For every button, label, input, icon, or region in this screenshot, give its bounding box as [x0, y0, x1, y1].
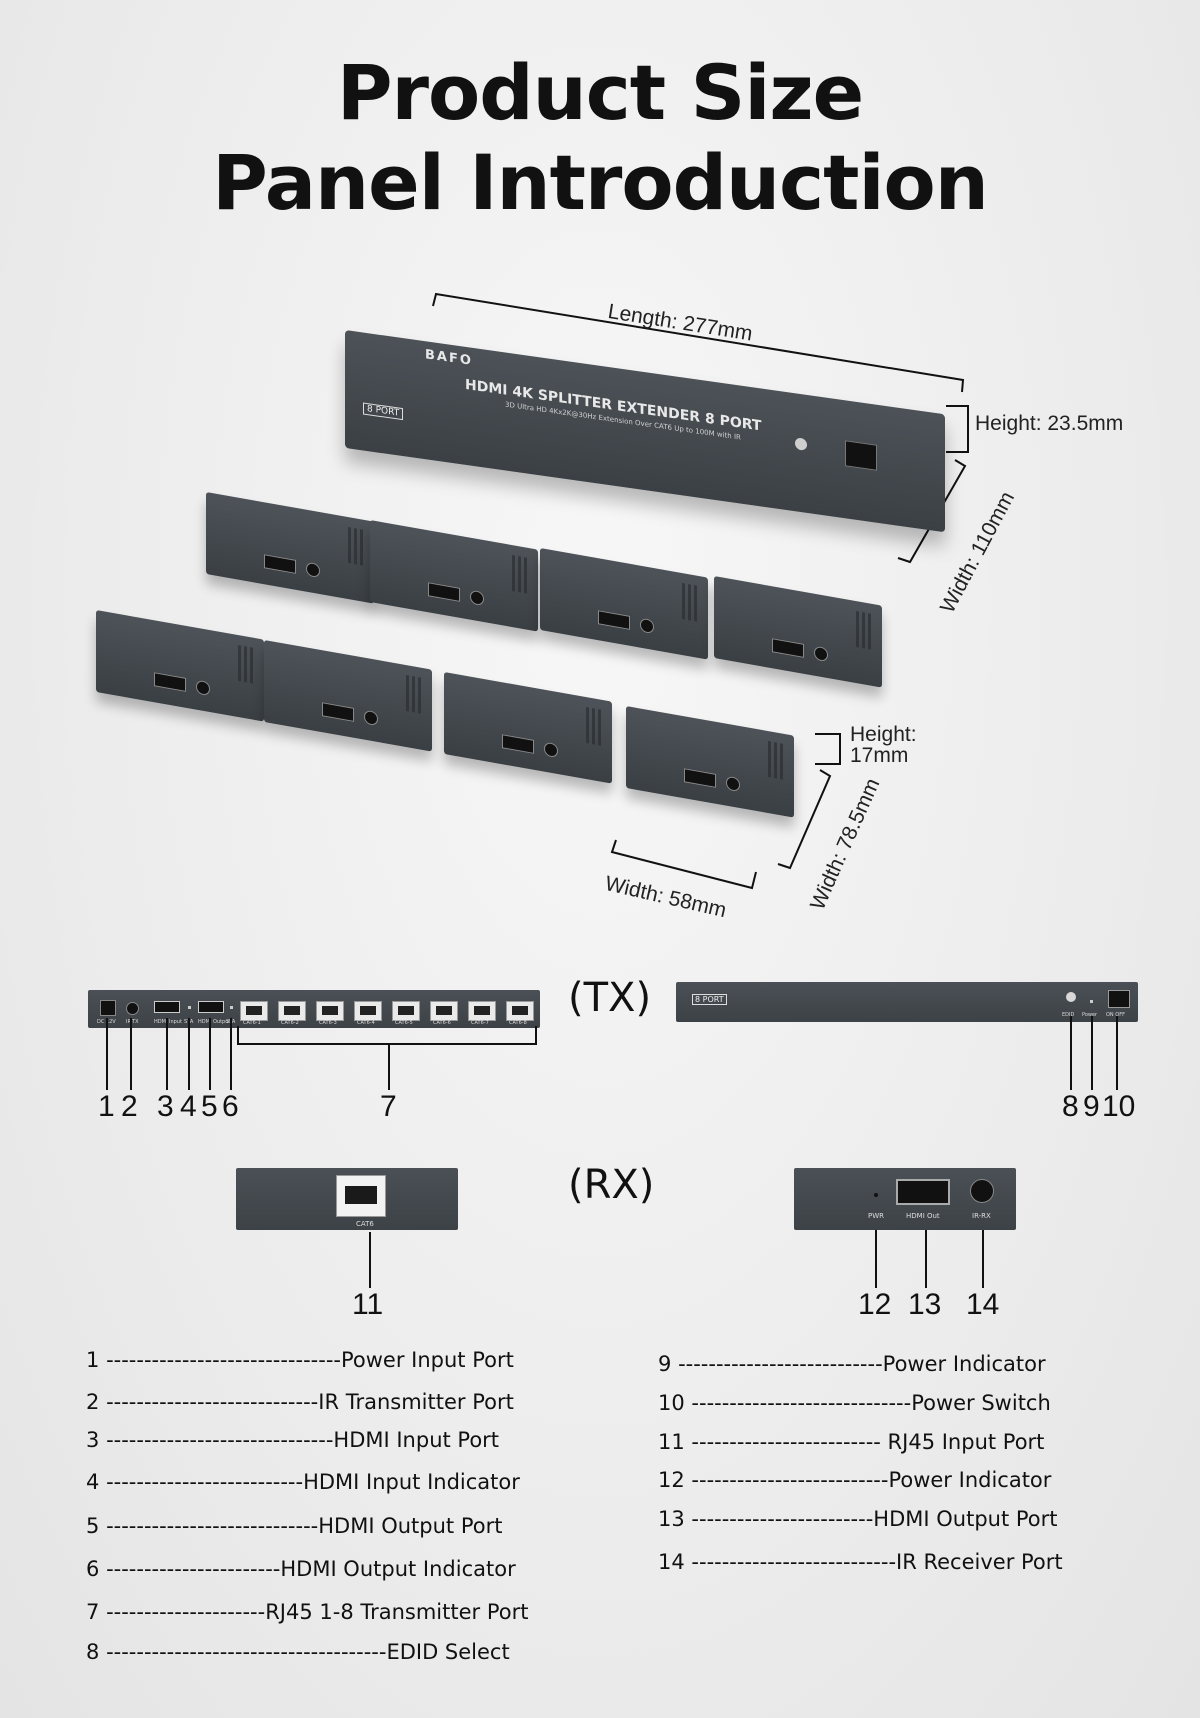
cat-label: CAT6-2 — [281, 1020, 299, 1026]
rj45-port-icon — [468, 1001, 496, 1021]
tx-front-panel: 8 PORT EDID Power ON OFF — [676, 982, 1138, 1022]
legend-item-4: 4 --------------------------HDMI Input I… — [86, 1470, 520, 1494]
height-rx-bracket — [815, 733, 841, 765]
cat-label: CAT6-4 — [357, 1020, 375, 1026]
legend-item-14: 14 ---------------------------IR Receive… — [658, 1550, 1063, 1574]
callout-9: 9 — [1083, 1090, 1100, 1123]
hdmi-out-label: HDMI Out — [906, 1212, 940, 1220]
callout-3: 3 — [157, 1090, 174, 1123]
ir-rx-label: IR-RX — [972, 1212, 991, 1220]
legend-item-1: 1 -------------------------------Power I… — [86, 1348, 514, 1372]
power-led-icon — [1090, 1000, 1093, 1003]
legend-item-9: 9 ---------------------------Power Indic… — [658, 1352, 1046, 1376]
rj45-input-port-icon — [336, 1175, 386, 1217]
rx-cat6-panel: CAT6 — [236, 1168, 458, 1230]
switch-label: ON OFF — [1106, 1012, 1125, 1018]
ir-rx-jack-icon — [970, 1179, 994, 1203]
hdmi-out-port-icon — [896, 1179, 950, 1205]
callout-lines — [106, 1016, 1118, 1288]
pwr-led-icon — [874, 1193, 878, 1197]
callout-11: 11 — [352, 1288, 384, 1321]
edid-button-icon — [1066, 992, 1076, 1002]
cat-label: CAT6-5 — [395, 1020, 413, 1026]
hdmi-input-led-icon — [188, 1006, 191, 1009]
cat6-label: CAT6 — [356, 1220, 374, 1228]
cat-label: CAT6-7 — [471, 1020, 489, 1026]
power-label: Power — [1082, 1012, 1098, 1018]
cat-label: CAT6-6 — [433, 1020, 451, 1026]
rj45-port-icon — [430, 1001, 458, 1021]
length-line — [432, 292, 965, 393]
cat-label: CAT6-1 — [243, 1020, 261, 1026]
height-rx-label-2: 17mm — [850, 744, 909, 767]
legend-item-5: 5 ----------------------------HDMI Outpu… — [86, 1514, 503, 1538]
tx-section-label: (TX) — [568, 975, 652, 1021]
legend-item-13: 13 ------------------------HDMI Output P… — [658, 1507, 1058, 1531]
pwr-label: PWR — [868, 1212, 885, 1220]
hdmi-output-port-icon — [198, 1001, 224, 1013]
tx-label-hdmi-out: HDMI Output — [198, 1019, 231, 1025]
legend-item-8: 8 -------------------------------------E… — [86, 1640, 510, 1664]
dc-jack-icon — [100, 1000, 116, 1016]
rj45-port-icon — [354, 1001, 382, 1021]
rj45-port-icon — [240, 1001, 268, 1021]
page-title: Product Size Panel Introduction — [0, 48, 1200, 228]
ir-tx-jack-icon — [126, 1002, 139, 1015]
legend-item-7: 7 ---------------------RJ45 1-8 Transmit… — [86, 1600, 529, 1624]
depth-rx-line — [777, 769, 832, 870]
height-rx-label-1: Height: — [850, 723, 917, 746]
rx-front-panel: PWR HDMI Out IR-RX — [794, 1168, 1016, 1230]
title-line-2: Panel Introduction — [212, 138, 989, 227]
legend-item-6: 6 -----------------------HDMI Output Ind… — [86, 1557, 516, 1581]
legend-item-12: 12 --------------------------Power Indic… — [658, 1468, 1052, 1492]
height-tx-bracket — [946, 405, 969, 453]
legend-item-2: 2 ----------------------------IR Transmi… — [86, 1390, 514, 1414]
width-rx-line — [610, 839, 757, 890]
callout-13: 13 — [908, 1288, 942, 1321]
callout-10: 10 — [1102, 1090, 1136, 1123]
callout-8: 8 — [1062, 1090, 1079, 1123]
hdmi-output-led-icon — [230, 1006, 233, 1009]
legend-item-11: 11 ------------------------- RJ45 Input … — [658, 1430, 1045, 1454]
callout-2: 2 — [121, 1090, 138, 1123]
callout-14: 14 — [966, 1288, 1000, 1321]
legend-item-10: 10 -----------------------------Power Sw… — [658, 1391, 1051, 1415]
title-line-1: Product Size — [336, 48, 864, 137]
cat-label: CAT6-8 — [509, 1020, 527, 1026]
legend-item-3: 3 ------------------------------HDMI Inp… — [86, 1428, 500, 1452]
callout-12: 12 — [858, 1288, 892, 1321]
callout-1: 1 — [98, 1090, 115, 1123]
power-switch-icon — [1108, 990, 1130, 1008]
callout-5: 5 — [201, 1090, 218, 1123]
rj45-port-icon — [278, 1001, 306, 1021]
callout-bracket-7 — [237, 1026, 537, 1045]
rx-section-label: (RX) — [568, 1162, 655, 1208]
callout-6: 6 — [222, 1090, 239, 1123]
height-tx-label: Height: 23.5mm — [975, 412, 1124, 435]
rj45-port-icon — [392, 1001, 420, 1021]
tx-rear-panel: DC 12V IR-TX HDMI Input STA HDMI Output … — [88, 990, 540, 1028]
callout-7: 7 — [380, 1090, 397, 1123]
tx-label-irtx: IR-TX — [126, 1019, 139, 1025]
edid-label: EDID — [1062, 1012, 1075, 1018]
rj45-port-icon — [316, 1001, 344, 1021]
front-port-badge: 8 PORT — [692, 994, 727, 1005]
hdmi-input-port-icon — [154, 1001, 180, 1013]
rj45-port-icon — [506, 1001, 534, 1021]
cat-label: CAT6-3 — [319, 1020, 337, 1026]
callout-4: 4 — [180, 1090, 197, 1123]
